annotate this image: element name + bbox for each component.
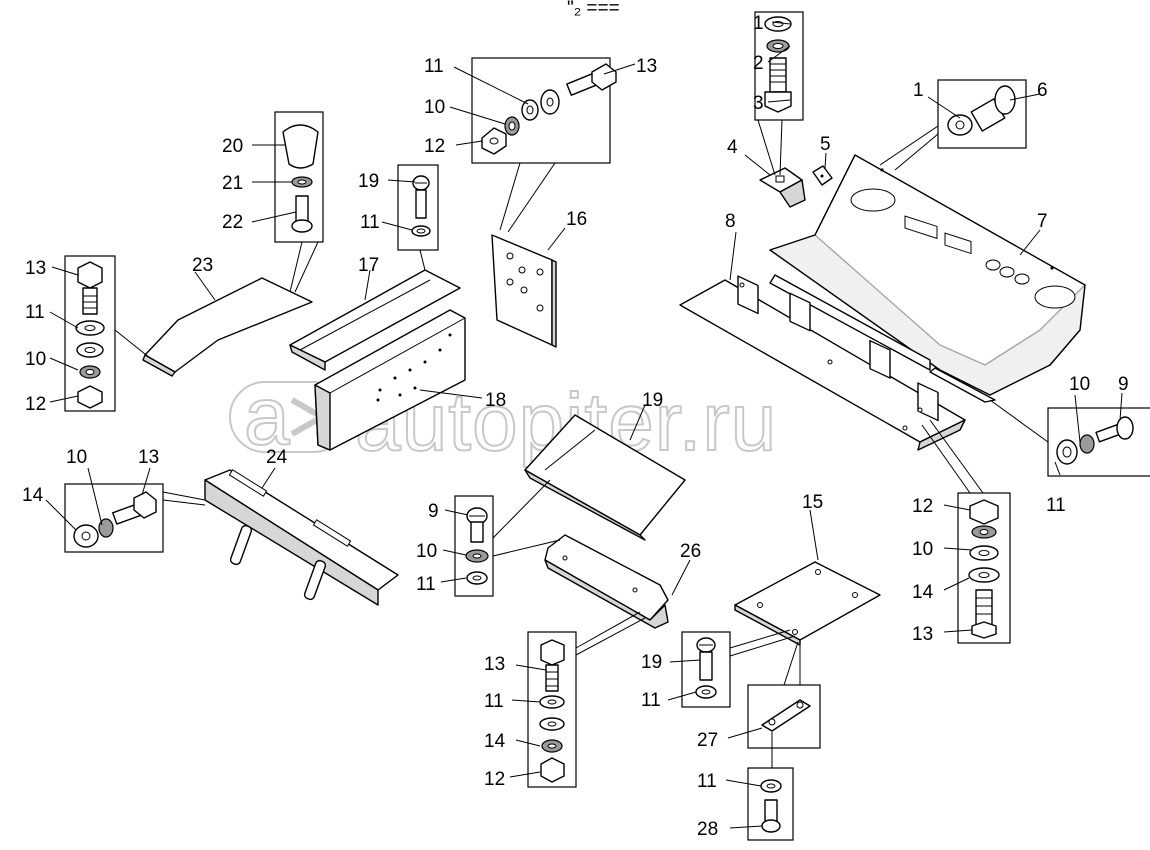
callout-label: 10 (416, 541, 437, 562)
callout-label: 13 (636, 56, 657, 77)
bracket-part-26 (544, 534, 669, 629)
panel-part-7 (769, 154, 1086, 403)
callout-label: 11 (360, 212, 380, 233)
callout-label: 11 (424, 56, 444, 77)
callout-label: 10 (25, 349, 46, 370)
callout-label: 11 (641, 690, 661, 711)
callout-label: 11 (25, 302, 45, 323)
callout-label: 13 (912, 624, 933, 645)
callout-label: 21 (222, 173, 243, 194)
plate-part-5 (812, 165, 833, 186)
callout-label: 20 (222, 136, 243, 157)
callout-label: 12 (424, 136, 445, 157)
callout-label: 9 (428, 501, 439, 522)
plate-part-16 (491, 234, 557, 348)
inset-boxes (64, 11, 1150, 841)
callout-label: 17 (358, 255, 379, 276)
callout-label: 14 (22, 485, 44, 506)
clip-part-4 (759, 167, 806, 208)
header-mark: "₂ === (567, 0, 620, 19)
callout-label: 28 (697, 819, 718, 840)
callout-label: 10 (66, 447, 87, 468)
watermark: a autopiter.ru (229, 370, 777, 469)
callout-label: 19 (358, 171, 379, 192)
bracket-part-17 (289, 269, 461, 371)
fasteners (73, 16, 1134, 833)
callout-label: 13 (138, 447, 159, 468)
callout-label: 6 (1037, 80, 1048, 101)
callout-label: 15 (802, 492, 823, 513)
bracket-part-23 (142, 277, 313, 377)
callout-label: 13 (25, 258, 46, 279)
svg-text:a: a (244, 371, 291, 462)
tray-part-19 (524, 414, 686, 541)
callout-label: 24 (266, 447, 288, 468)
callout-label: 10 (912, 539, 933, 560)
callout-label: 2 (753, 53, 764, 74)
callout-label: 3 (753, 93, 764, 114)
callout-label: 11 (697, 771, 717, 792)
callout-label: 8 (725, 211, 736, 232)
callout-label: 19 (641, 652, 662, 673)
callout-label: 7 (1037, 211, 1048, 232)
callout-label: 11 (416, 574, 436, 595)
a-arrow-logo-icon: a (229, 370, 349, 463)
plate-part-15 (734, 561, 881, 646)
callout-label: 27 (697, 730, 718, 751)
callout-label: 10 (1069, 374, 1090, 395)
callout-label: 18 (485, 390, 506, 411)
callout-label: 12 (484, 769, 505, 790)
callout-label: 23 (192, 255, 213, 276)
callout-label: 22 (222, 212, 243, 233)
bracket-part-24 (204, 469, 399, 606)
callout-label: 19 (642, 390, 663, 411)
leader-lines (45, 21, 1123, 829)
callout-label: 9 (1118, 374, 1129, 395)
callout-labels: 1 2 3 4 5 1 6 7 8 9 10 11 11 13 10 12 20… (22, 13, 1129, 840)
housing-part-18 (314, 309, 466, 451)
callout-label: 1 (913, 80, 924, 101)
callout-label: 10 (424, 97, 445, 118)
callout-label: 26 (680, 541, 701, 562)
callout-label: 11 (484, 691, 504, 712)
callout-label: 13 (484, 654, 505, 675)
callout-label: 14 (912, 582, 934, 603)
callout-label: 11 (1046, 495, 1066, 516)
callout-label: 1 (753, 13, 764, 34)
callout-label: 16 (566, 209, 587, 230)
callout-label: 12 (912, 496, 933, 517)
callout-label: 12 (25, 394, 46, 415)
callout-label: 5 (820, 134, 831, 155)
callout-label: 14 (484, 731, 506, 752)
callout-label: 4 (727, 137, 738, 158)
